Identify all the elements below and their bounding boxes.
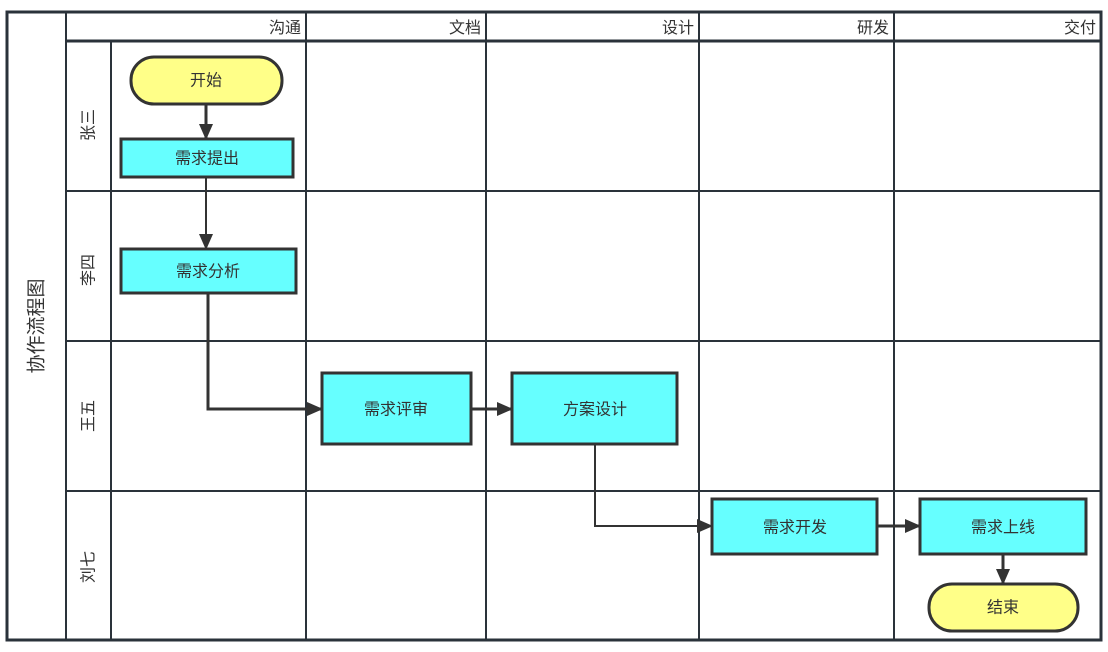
terminator-shape — [129, 55, 284, 106]
node-req-submit[interactable]: 需求提出 — [119, 137, 295, 179]
node-label: 需求评审 — [364, 400, 428, 419]
node-label: 需求上线 — [971, 518, 1035, 537]
node-end[interactable]: 结束 — [927, 582, 1080, 633]
edge-req-analysis-to-req-review[interactable] — [206, 293, 323, 416]
pool-title: 协作流程图 — [26, 278, 48, 373]
lane-label-liuqi: 刘七 — [79, 551, 98, 583]
node-label: 需求开发 — [763, 518, 827, 537]
grid-lines — [5, 10, 1103, 642]
node-req-analysis[interactable]: 需求分析 — [119, 247, 298, 295]
process-shape — [119, 137, 295, 179]
lane-label-lisi: 李四 — [79, 254, 98, 286]
terminator-shape — [927, 582, 1080, 633]
node-label: 需求提出 — [175, 149, 239, 168]
lane-label-wangwu: 王五 — [79, 400, 98, 432]
node-label: 方案设计 — [563, 400, 627, 419]
process-shape — [918, 497, 1088, 556]
column-header-delivery: 交付 — [1064, 18, 1096, 37]
process-shape — [510, 371, 679, 446]
column-header-development: 研发 — [857, 18, 889, 37]
column-header-communication: 沟通 — [269, 18, 301, 37]
node-start[interactable]: 开始 — [129, 55, 284, 106]
connectors — [199, 104, 1010, 585]
pool-frame — [5, 10, 1103, 642]
column-header-design: 设计 — [662, 18, 694, 37]
edge-solution-design-to-req-dev[interactable] — [594, 444, 713, 533]
node-label: 结束 — [987, 598, 1019, 617]
node-req-review[interactable]: 需求评审 — [320, 371, 473, 446]
process-shape — [320, 371, 473, 446]
lane-label-zhangsan: 张三 — [79, 109, 98, 141]
node-req-dev[interactable]: 需求开发 — [710, 497, 879, 556]
node-label: 开始 — [190, 71, 222, 90]
node-req-release[interactable]: 需求上线 — [918, 497, 1088, 556]
column-header-document: 文档 — [449, 18, 481, 37]
node-solution-design[interactable]: 方案设计 — [510, 371, 679, 446]
process-shape — [119, 247, 298, 295]
process-shape — [710, 497, 879, 556]
node-label: 需求分析 — [176, 262, 240, 281]
